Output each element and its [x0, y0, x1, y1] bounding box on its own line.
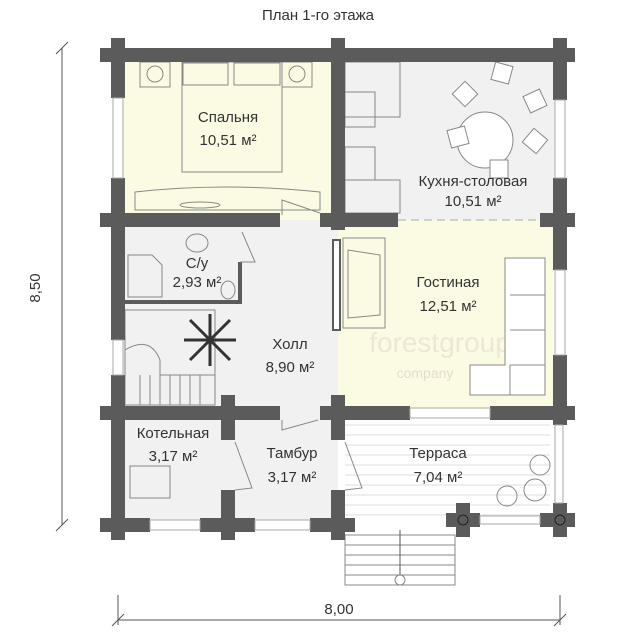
staircase [124, 309, 216, 406]
room-name-terrace: Терраса [409, 445, 467, 462]
walls [100, 38, 575, 540]
boiler [129, 465, 171, 499]
fireplace [332, 237, 386, 331]
room-area-vestibule: 3,17 м² [268, 469, 317, 486]
room-area-living: 12,51 м² [419, 298, 476, 315]
room-area-kitchen: 10,51 м² [444, 193, 501, 210]
windows [112, 97, 566, 531]
plan-title: План 1-го этажа [262, 7, 375, 24]
room-area-bedroom: 10,51 м² [199, 132, 256, 149]
room-area-bathroom: 2,93 м² [173, 274, 222, 291]
height-dimension-label: 8,50 [27, 273, 44, 302]
room-name-kitchen: Кухня-столовая [419, 173, 528, 190]
room-name-vestibule: Тамбур [267, 445, 318, 462]
room-hall-fill [118, 220, 338, 413]
watermark-sub: company [397, 365, 454, 381]
corner-sofa [469, 257, 546, 396]
terrace-post [457, 514, 469, 526]
room-area-terrace: 7,04 м² [414, 469, 463, 486]
room-name-boiler: Котельная [137, 425, 210, 442]
room-name-living: Гостиная [417, 274, 480, 291]
doors [234, 199, 363, 491]
terrace-decking [345, 424, 550, 516]
room-area-boiler: 3,17 м² [149, 448, 198, 465]
width-dimension: 8,00 [111, 595, 567, 627]
terrace-post [554, 514, 566, 526]
height-dimension: 8,50 [27, 41, 69, 532]
room-name-hall: Холл [272, 336, 307, 353]
plant-icon [184, 314, 236, 366]
room-name-bathroom: С/у [186, 255, 209, 272]
watermark-brand: forestgroup [369, 327, 511, 358]
terrace-plants [496, 454, 551, 507]
room-name-bedroom: Спальня [198, 109, 258, 126]
entrance-steps [344, 530, 456, 586]
width-dimension-label: 8,00 [324, 601, 353, 618]
bathroom-fixtures [120, 233, 242, 304]
room-area-hall: 8,90 м² [266, 359, 315, 376]
